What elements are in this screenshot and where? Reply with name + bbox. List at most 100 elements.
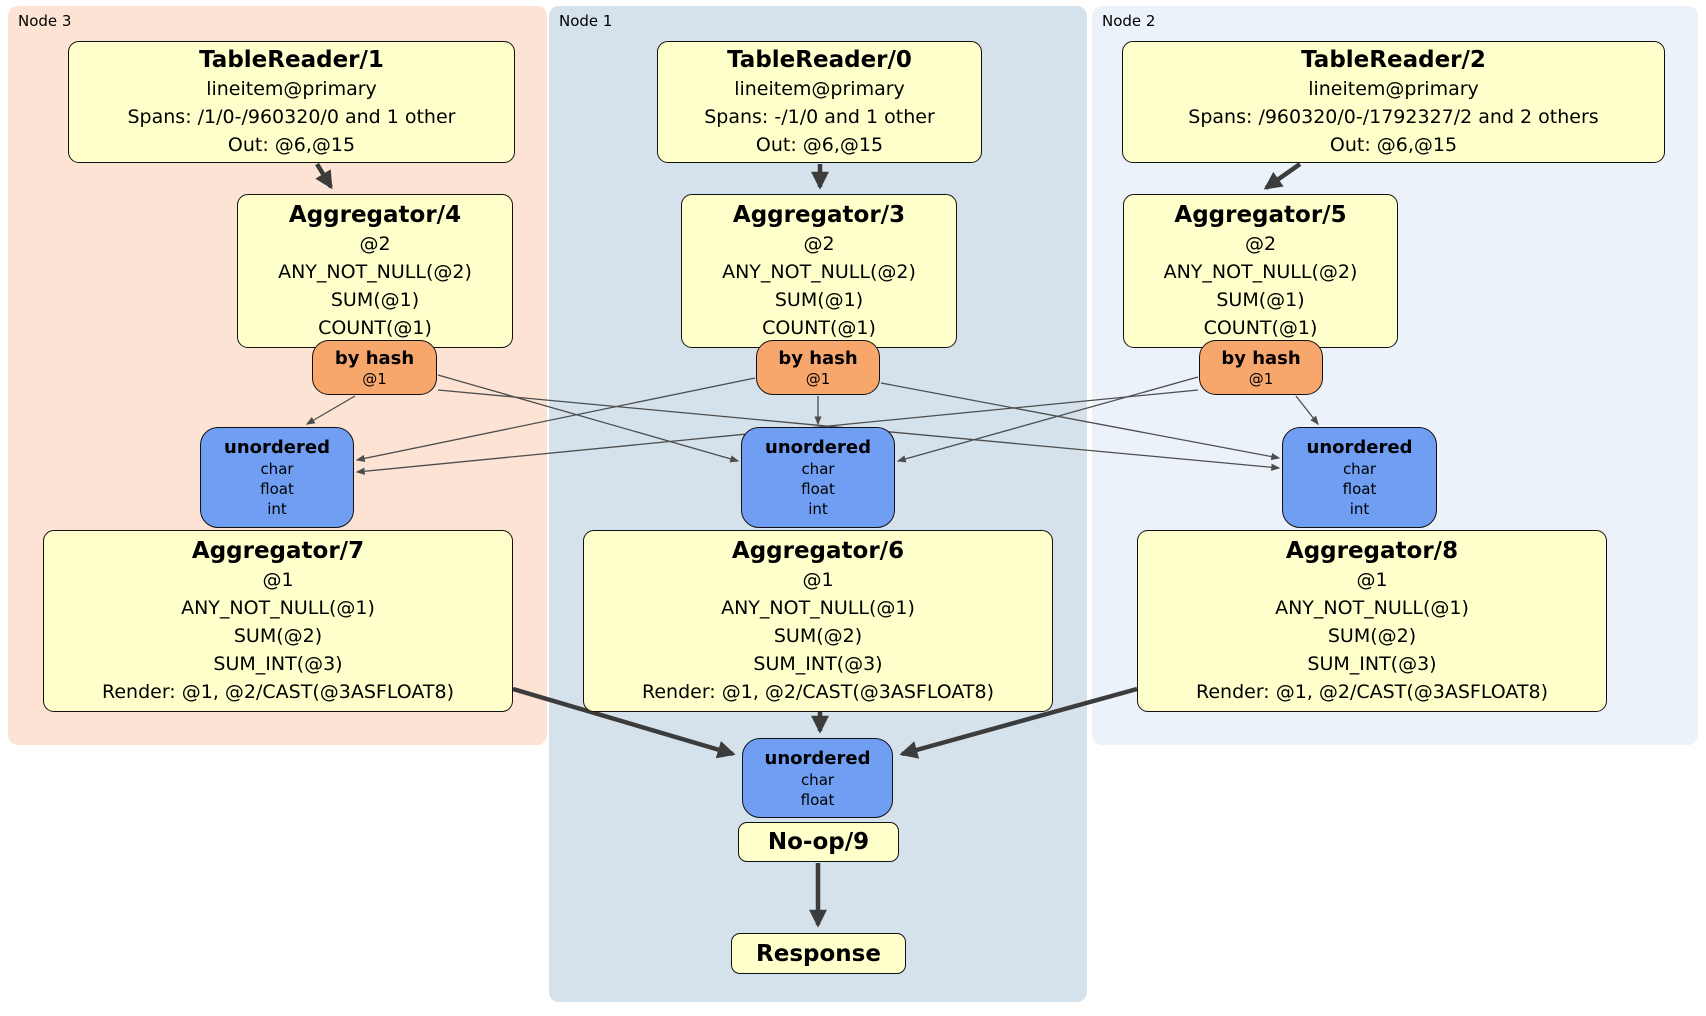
box-line: ANY_NOT_NULL(@2) xyxy=(278,261,472,283)
box-line: lineitem@primary xyxy=(206,78,377,100)
box-line: ANY_NOT_NULL(@2) xyxy=(722,261,916,283)
box-line: COUNT(@1) xyxy=(318,317,432,339)
edge-tablereader1-aggregator4 xyxy=(315,162,333,190)
box-line: COUNT(@1) xyxy=(762,317,876,339)
edge-router3-sync3 xyxy=(305,395,356,425)
region-node2-label: Node 2 xyxy=(1102,12,1156,30)
router-tag: @1 xyxy=(362,369,387,388)
box-title: Response xyxy=(756,940,881,967)
sync-type: char xyxy=(1342,460,1377,478)
router-by-hash-node3: by hash @1 xyxy=(312,340,437,395)
box-line: ANY_NOT_NULL(@1) xyxy=(181,597,375,619)
box-title: Aggregator/8 xyxy=(1285,538,1459,564)
box-line: Out: @6,@15 xyxy=(1329,134,1458,156)
box-line: Render: @1, @2/CAST(@3ASFLOAT8) xyxy=(102,681,454,703)
box-line: SUM_INT(@3) xyxy=(753,653,883,675)
node-tablereader-2: TableReader/2 lineitem@primary Spans: /9… xyxy=(1122,41,1665,163)
box-line: ANY_NOT_NULL(@1) xyxy=(1275,597,1469,619)
box-line: Spans: -/1/0 and 1 other xyxy=(704,106,935,128)
node-aggregator-5: Aggregator/5 @2 ANY_NOT_NULL(@2) SUM(@1)… xyxy=(1123,194,1398,348)
sync-type: int xyxy=(1349,500,1370,518)
sync-type: float xyxy=(1342,480,1377,498)
box-line: @2 xyxy=(359,233,391,255)
box-line: @1 xyxy=(1356,569,1388,591)
box-line: SUM_INT(@3) xyxy=(1307,653,1437,675)
sync-type: float xyxy=(800,790,835,809)
sync-title: unordered xyxy=(1306,437,1413,458)
edge-tablereader2-aggregator5 xyxy=(1263,162,1302,190)
box-line: @2 xyxy=(803,233,835,255)
box-line: SUM(@1) xyxy=(1216,289,1305,311)
box-line: Render: @1, @2/CAST(@3ASFLOAT8) xyxy=(1196,681,1548,703)
edge-router1-sync2 xyxy=(880,382,1281,461)
router-by-hash-node2: by hash @1 xyxy=(1199,340,1323,395)
sync-title: unordered xyxy=(224,437,330,458)
node-aggregator-3: Aggregator/3 @2 ANY_NOT_NULL(@2) SUM(@1)… xyxy=(681,194,957,348)
edge-router1-sync3 xyxy=(355,377,756,463)
box-line: SUM(@2) xyxy=(773,625,863,647)
edge-router2-sync1 xyxy=(896,376,1199,463)
node-tablereader-0: TableReader/0 lineitem@primary Spans: -/… xyxy=(657,41,982,163)
box-line: @2 xyxy=(1244,233,1277,255)
box-line: SUM(@1) xyxy=(774,289,864,311)
box-line: COUNT(@1) xyxy=(1203,317,1318,339)
router-title: by hash xyxy=(778,347,858,369)
box-line: lineitem@primary xyxy=(734,78,905,100)
sync-type: char xyxy=(800,770,835,789)
sync-type: int xyxy=(808,500,828,518)
sync-unordered-node2: unordered char float int xyxy=(1282,427,1437,528)
router-by-hash-node1: by hash @1 xyxy=(756,340,880,395)
sync-title: unordered xyxy=(765,437,871,458)
box-line: @1 xyxy=(262,569,294,591)
sync-unordered-final: unordered char float xyxy=(742,738,893,818)
node-noop-9: No-op/9 xyxy=(738,822,899,862)
router-title: by hash xyxy=(334,347,415,369)
sync-unordered-node3: unordered char float int xyxy=(200,427,354,528)
sync-type: char xyxy=(260,460,294,478)
box-title: Aggregator/6 xyxy=(731,538,905,564)
sync-type: int xyxy=(267,500,287,518)
box-line: SUM(@1) xyxy=(330,289,420,311)
box-title: Aggregator/7 xyxy=(191,538,365,564)
sync-type: float xyxy=(801,480,835,498)
box-title: Aggregator/3 xyxy=(732,202,906,228)
box-line: Spans: /960320/0-/1792327/2 and 2 others xyxy=(1188,106,1599,128)
sync-title: unordered xyxy=(764,747,871,769)
box-title: Aggregator/5 xyxy=(1174,202,1347,228)
box-line: lineitem@primary xyxy=(1308,78,1479,100)
box-line: SUM_INT(@3) xyxy=(213,653,343,675)
router-tag: @1 xyxy=(1248,369,1274,388)
node-response: Response xyxy=(731,933,906,974)
node-aggregator-8: Aggregator/8 @1 ANY_NOT_NULL(@1) SUM(@2)… xyxy=(1137,530,1607,712)
region-node3-label: Node 3 xyxy=(18,12,72,30)
router-title: by hash xyxy=(1221,347,1301,369)
sync-unordered-node1: unordered char float int xyxy=(741,427,895,528)
box-title: TableReader/0 xyxy=(727,47,912,73)
edge-router3-sync1 xyxy=(437,374,740,463)
box-line: ANY_NOT_NULL(@1) xyxy=(721,597,915,619)
edge-aggregator8-final-sync xyxy=(899,686,1138,759)
box-title: No-op/9 xyxy=(767,829,870,855)
box-line: @1 xyxy=(802,569,834,591)
region-node1-label: Node 1 xyxy=(559,12,613,30)
node-aggregator-7: Aggregator/7 @1 ANY_NOT_NULL(@1) SUM(@2)… xyxy=(43,530,513,712)
box-line: Out: @6,@15 xyxy=(755,134,884,156)
box-line: SUM(@2) xyxy=(1327,625,1417,647)
router-tag: @1 xyxy=(805,369,831,388)
node-aggregator-6: Aggregator/6 @1 ANY_NOT_NULL(@1) SUM(@2)… xyxy=(583,530,1053,712)
box-line: Spans: /1/0-/960320/0 and 1 other xyxy=(127,106,456,128)
box-line: Render: @1, @2/CAST(@3ASFLOAT8) xyxy=(642,681,994,703)
edge-router2-sync2 xyxy=(1295,395,1319,426)
node-aggregator-4: Aggregator/4 @2 ANY_NOT_NULL(@2) SUM(@1)… xyxy=(237,194,513,348)
sync-type: float xyxy=(260,480,294,498)
box-line: Out: @6,@15 xyxy=(227,134,356,156)
edge-aggregator7-final-sync xyxy=(512,686,736,759)
sync-type: char xyxy=(801,460,835,478)
box-line: SUM(@2) xyxy=(233,625,323,647)
box-line: ANY_NOT_NULL(@2) xyxy=(1163,261,1358,283)
box-title: TableReader/2 xyxy=(1301,47,1486,73)
box-title: Aggregator/4 xyxy=(288,202,462,228)
node-tablereader-1: TableReader/1 lineitem@primary Spans: /1… xyxy=(68,41,515,163)
